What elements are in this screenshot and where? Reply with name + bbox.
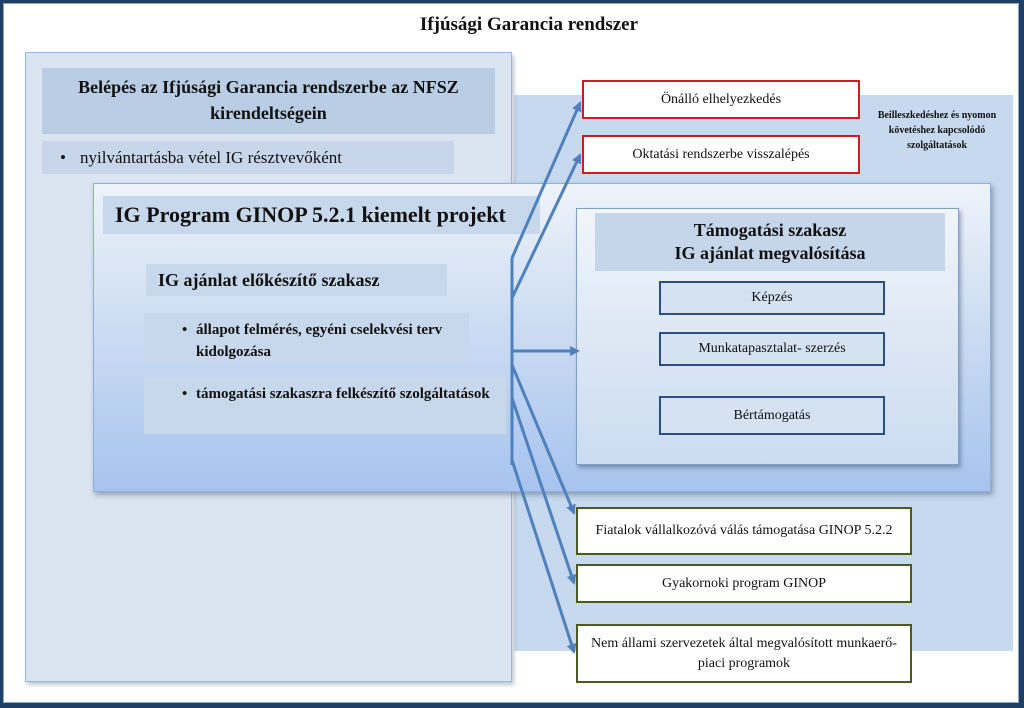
followup-services-note: Beilleszkedéshez és nyomon követéshez ka… <box>877 110 997 151</box>
outcome-ngo-programs-box: Nem állami szervezetek által megvalósíto… <box>576 624 912 683</box>
support-item-wage-subsidy: Bértámogatás <box>659 396 885 435</box>
entry-heading: Belépés az Ifjúsági Garancia rendszerbe … <box>42 68 495 134</box>
diagram-title: Ifjúsági Garancia rendszer <box>419 14 639 35</box>
prep-item-assessment: állapot felmérés, egyéni cselekvési terv… <box>144 313 469 362</box>
support-stage-title-text: Támogatási szakasz IG ajánlat megvalósít… <box>674 220 866 263</box>
outcome-entrepreneurship-box: Fiatalok vállalkozóvá válás támogatása G… <box>576 507 912 555</box>
prep-item-preparatory-services: támogatási szakaszra felkészítő szolgált… <box>144 377 506 434</box>
program-title: IG Program GINOP 5.2.1 kiemelt projekt <box>103 196 540 234</box>
support-item-training: Képzés <box>659 281 885 315</box>
prep-stage-title: IG ajánlat előkészítő szakasz <box>146 264 447 296</box>
outcome-education-return-box: Oktatási rendszerbe visszalépés <box>582 135 860 174</box>
entry-item-registration: nyilvántartásba vétel IG résztvevőként <box>42 141 454 174</box>
support-stage-title: Támogatási szakasz IG ajánlat megvalósít… <box>595 213 945 271</box>
outcome-internship-box: Gyakornoki program GINOP <box>576 564 912 603</box>
support-item-work-experience: Munkatapasztalat- szerzés <box>659 332 885 366</box>
outcome-self-employment-box: Önálló elhelyezkedés <box>582 80 860 119</box>
